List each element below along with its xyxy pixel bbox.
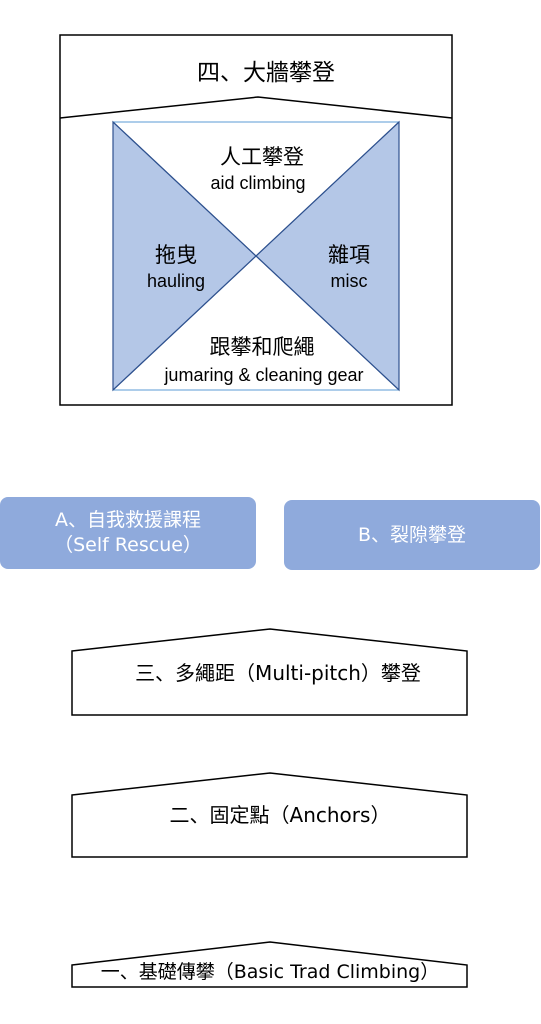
big-wall-title: 四、大牆攀登 (197, 60, 335, 86)
big-wall-roof-line (59, 96, 453, 119)
self-rescue-line1: A、自我救援課程 (55, 509, 201, 532)
level-2-block: 二、固定點（Anchors） (71, 772, 468, 858)
quadrant-left-zh: 拖曳 (155, 243, 197, 267)
level-1-shape (71, 941, 468, 988)
self-rescue-text: A、自我救援課程 （Self Rescue） (54, 508, 202, 557)
quadrant-bottom-zh: 跟攀和爬繩 (210, 335, 315, 359)
quadrant-right-en: misc (331, 271, 368, 291)
crack-climbing-label: B、裂隙攀登 (357, 523, 467, 546)
level-2-shape (71, 772, 468, 858)
quadrant-top-en: aid climbing (210, 173, 305, 193)
self-rescue-box: A、自我救援課程 （Self Rescue） (0, 497, 256, 569)
quadrant-bottom-en: jumaring & cleaning gear (163, 365, 363, 385)
big-wall-section: 四、大牆攀登 人工攀登 aid climbing 拖曳 hauling 雜項 m… (59, 34, 453, 406)
level-2-label: 二、固定點（Anchors） (170, 803, 391, 827)
level-3-shape (71, 628, 468, 716)
diagonal-line-b (112, 121, 400, 391)
quadrant-top-zh: 人工攀登 (220, 145, 304, 169)
quadrant-right-zh: 雜項 (328, 243, 370, 267)
crack-climbing-box: B、裂隙攀登 (284, 500, 540, 570)
self-rescue-line2: （Self Rescue） (54, 534, 202, 556)
quadrant-left-en: hauling (147, 271, 205, 291)
level-1-block: 一、基礎傳攀（Basic Trad Climbing） (71, 941, 468, 988)
level-3-label: 三、多繩距（Multi-pitch）攀登 (135, 661, 421, 685)
level-3-block: 三、多繩距（Multi-pitch）攀登 (71, 628, 468, 716)
level-1-label: 一、基礎傳攀（Basic Trad Climbing） (101, 961, 439, 983)
